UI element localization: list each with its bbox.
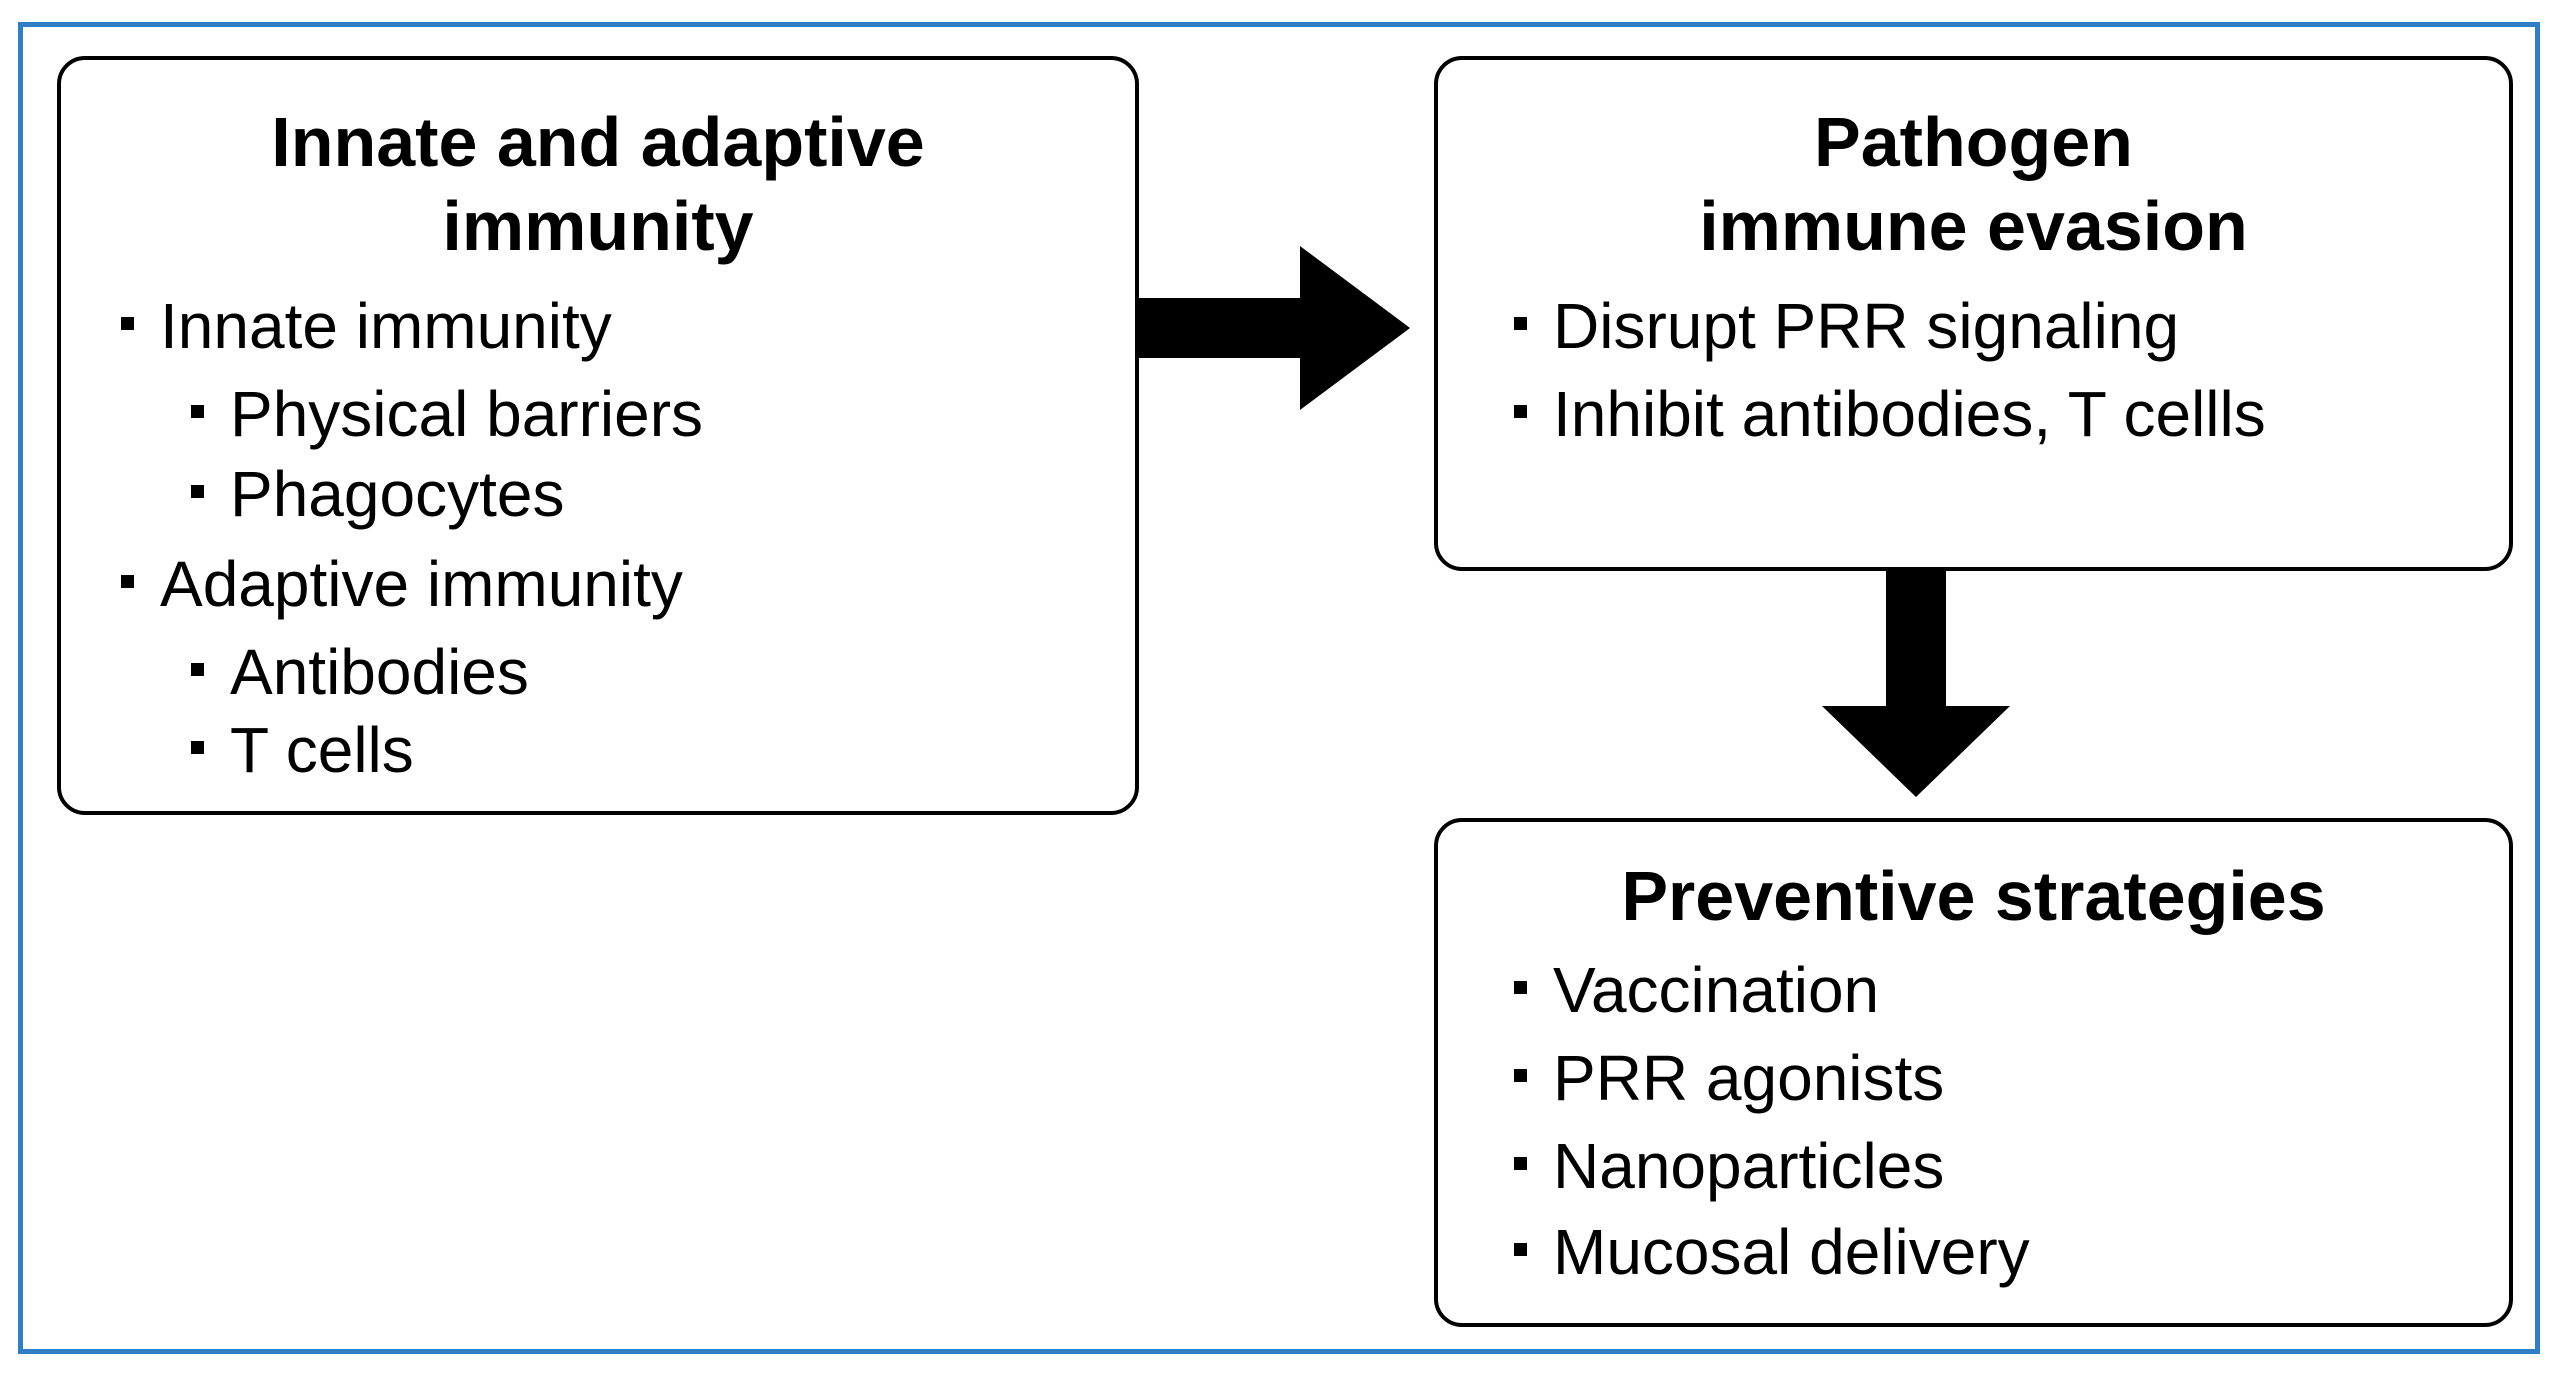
list-item-antibodies: Antibodies [191,634,529,710]
strategy-box-title: Preventive strategies [1621,857,2326,935]
evasion-box-title-line2: immune evasion [1699,187,2248,265]
preventive-strategies-box: Preventive strategies Vaccination PRR ag… [1434,818,2513,1327]
list-item-adaptive-immunity: Adaptive immunity [121,546,683,622]
list-item-disrupt-prr-signaling: Disrupt PRR signaling [1514,288,2179,364]
pathogen-immune-evasion-box: Pathogen immune evasion Disrupt PRR sign… [1434,56,2513,571]
down-arrow-icon [1822,571,2010,797]
square-bullet-icon [1514,980,1527,994]
evasion-box-title-line1: Pathogen [1814,103,2133,181]
square-bullet-icon [1514,1156,1527,1170]
innate-adaptive-immunity-box: Innate and adaptive immunity Innate immu… [57,56,1139,815]
immunity-box-title-line1: Innate and adaptive [271,103,925,181]
list-item-phagocytes: Phagocytes [191,456,564,532]
square-bullet-icon [191,662,204,676]
square-bullet-icon [1514,1242,1527,1256]
list-item-prr-agonists: PRR agonists [1514,1040,1944,1116]
immunity-box-title-line2: immunity [442,187,754,265]
list-item-nanoparticles: Nanoparticles [1514,1128,1944,1204]
square-bullet-icon [121,316,134,330]
square-bullet-icon [191,740,204,754]
list-item-vaccination: Vaccination [1514,952,1879,1028]
list-item-innate-immunity: Innate immunity [121,288,612,364]
square-bullet-icon [191,404,204,418]
list-item-t-cells: T cells [191,712,414,788]
square-bullet-icon [1514,404,1527,418]
right-arrow-icon [1139,246,1410,410]
list-item-inhibit-antibodies: Inhibit antibodies, T cellls [1514,376,2266,452]
square-bullet-icon [191,484,204,498]
square-bullet-icon [1514,1068,1527,1082]
list-item-mucosal-delivery: Mucosal delivery [1514,1214,2030,1290]
list-item-physical-barriers: Physical barriers [191,376,703,452]
square-bullet-icon [1514,316,1527,330]
square-bullet-icon [121,574,134,588]
